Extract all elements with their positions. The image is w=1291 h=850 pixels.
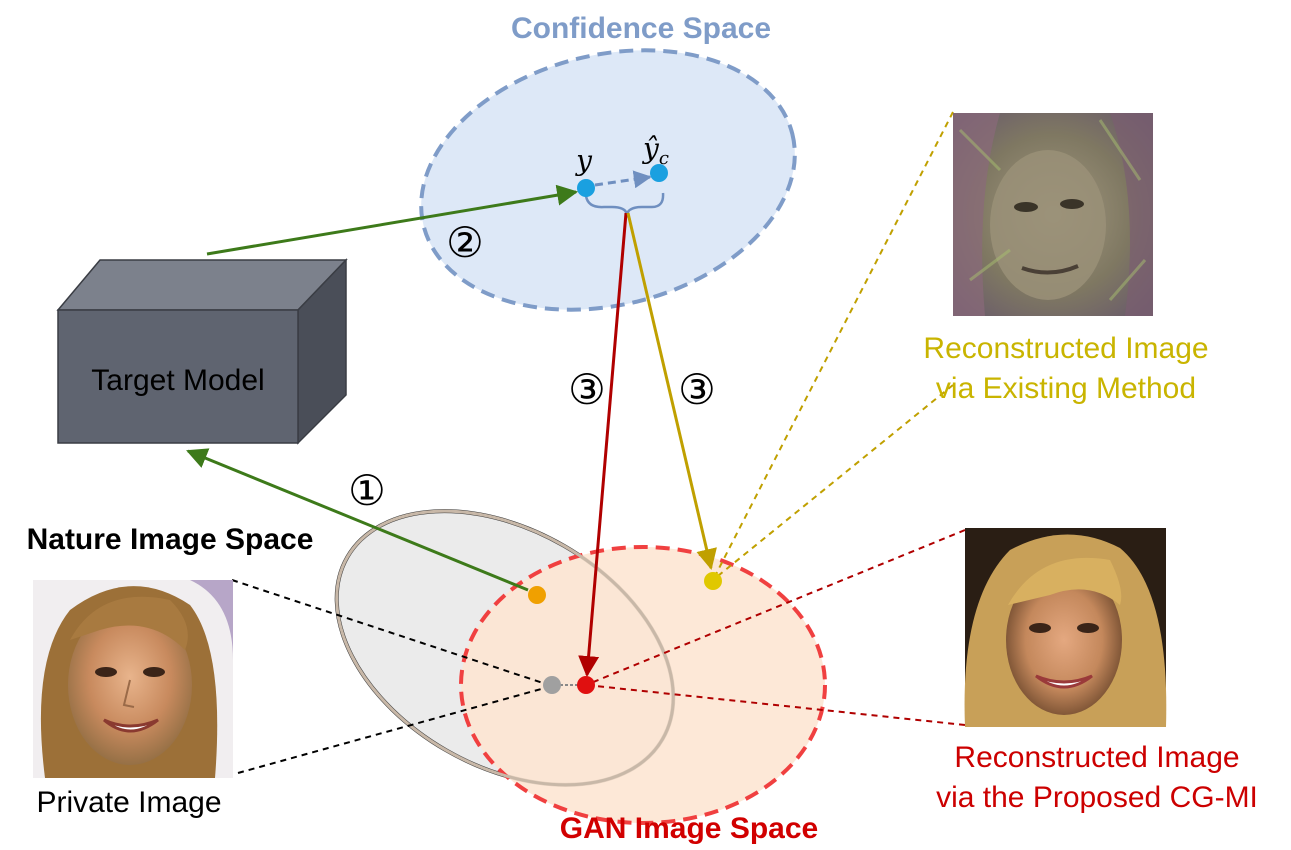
- existing-result-dot: [704, 572, 722, 590]
- confidence-space-title: Confidence Space: [511, 12, 771, 45]
- existing-caption-line1: Reconstructed Image: [923, 332, 1208, 365]
- arrow-y-to-yhat: [594, 170, 652, 189]
- proposed-caption-line1: Reconstructed Image: [954, 741, 1239, 774]
- existing-reconstructed-image: [953, 113, 1153, 316]
- yhat-dot: [650, 164, 668, 182]
- target-model-box: Target Model: [56, 258, 348, 445]
- box-top-face: [56, 259, 348, 311]
- proposed-caption-line2: via the Proposed CG-MI: [936, 781, 1258, 814]
- y-dot: [577, 179, 595, 197]
- proposed-dash-lower: [585, 684, 966, 726]
- proposed-dash-upper: [585, 529, 966, 686]
- gray-dot: [543, 676, 561, 694]
- gan-image-space-region: [459, 545, 827, 825]
- gan-image-space-title: GAN Image Space: [560, 812, 818, 845]
- arrow-step3-red: [578, 212, 628, 678]
- step2-label: ②: [446, 219, 484, 266]
- proposed-reconstructed-image: [964, 528, 1167, 727]
- confidence-space-region: [419, 48, 797, 312]
- proposed-result-dot: [577, 676, 595, 694]
- step1-label: ①: [348, 467, 386, 514]
- yhat-label: ŷc: [641, 132, 669, 169]
- y-label: y: [574, 144, 593, 177]
- step3-yellow-label: ③: [678, 366, 716, 413]
- existing-dash-lower: [712, 384, 954, 581]
- yhat-subscript: c: [659, 148, 669, 169]
- yhat-base: ŷ: [641, 132, 660, 165]
- existing-caption-line2: via Existing Method: [936, 372, 1196, 405]
- arrow-step2: [206, 184, 579, 256]
- nature-outline-overlay: [335, 509, 675, 787]
- nature-image-space-title: Nature Image Space: [27, 523, 314, 556]
- box-front-face: [57, 309, 299, 444]
- private-image-caption: Private Image: [36, 786, 221, 819]
- step3-red-label: ③: [568, 366, 606, 413]
- private-image: [33, 580, 233, 778]
- arrow-step3-yellow: [626, 212, 717, 571]
- arrow-step1: [186, 448, 529, 592]
- private-dash-upper: [231, 579, 553, 687]
- private-sample-dot: [528, 586, 546, 604]
- target-model-label: Target Model: [91, 364, 264, 397]
